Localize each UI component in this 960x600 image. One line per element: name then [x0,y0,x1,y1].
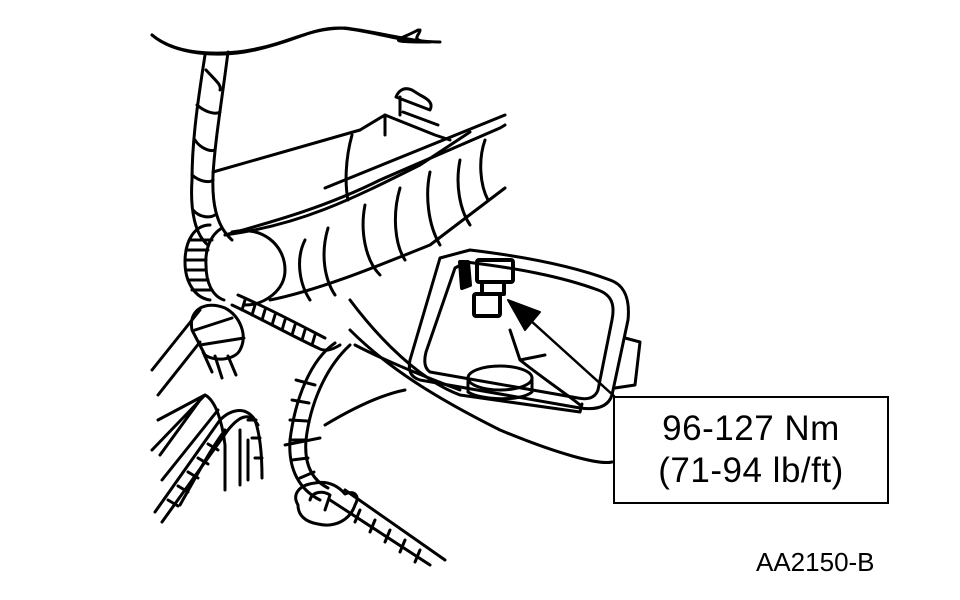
mount-pad [466,364,534,392]
torque-metric-label: 96-127 Nm [662,409,840,448]
mount-top [358,113,452,142]
lower-left-harness-b [160,415,260,524]
wire-bracket [294,480,359,527]
main-harness-top-2 [323,113,507,190]
housing-outer [407,248,630,411]
main-harness-bottom [268,186,507,302]
knurled-connector [183,223,287,307]
housing-inner [423,260,615,401]
housing-tab [613,336,642,390]
torque-imperial-label: (71-94 lb/ft) [658,451,844,490]
mount-pin [394,87,440,127]
bolt [458,258,515,318]
frame-member-top [211,128,362,174]
wire-tail [328,488,447,567]
body-outline-2 [150,26,442,55]
lower-left-wires [150,393,227,507]
wire-loop-inner [304,343,352,490]
leader-line [528,318,616,398]
small-wire-1 [230,303,342,352]
ring-clamp [189,303,245,361]
housing-base [348,298,584,414]
torque-callout-box: 96-127 Nm (71-94 lb/ft) [613,396,889,504]
small-wire-1b [236,293,327,340]
lower-left-harness-a [153,409,264,514]
figure-reference-code: AA2150-B [756,547,875,577]
leader-arrowhead [507,299,541,331]
cross-wire [353,343,462,392]
